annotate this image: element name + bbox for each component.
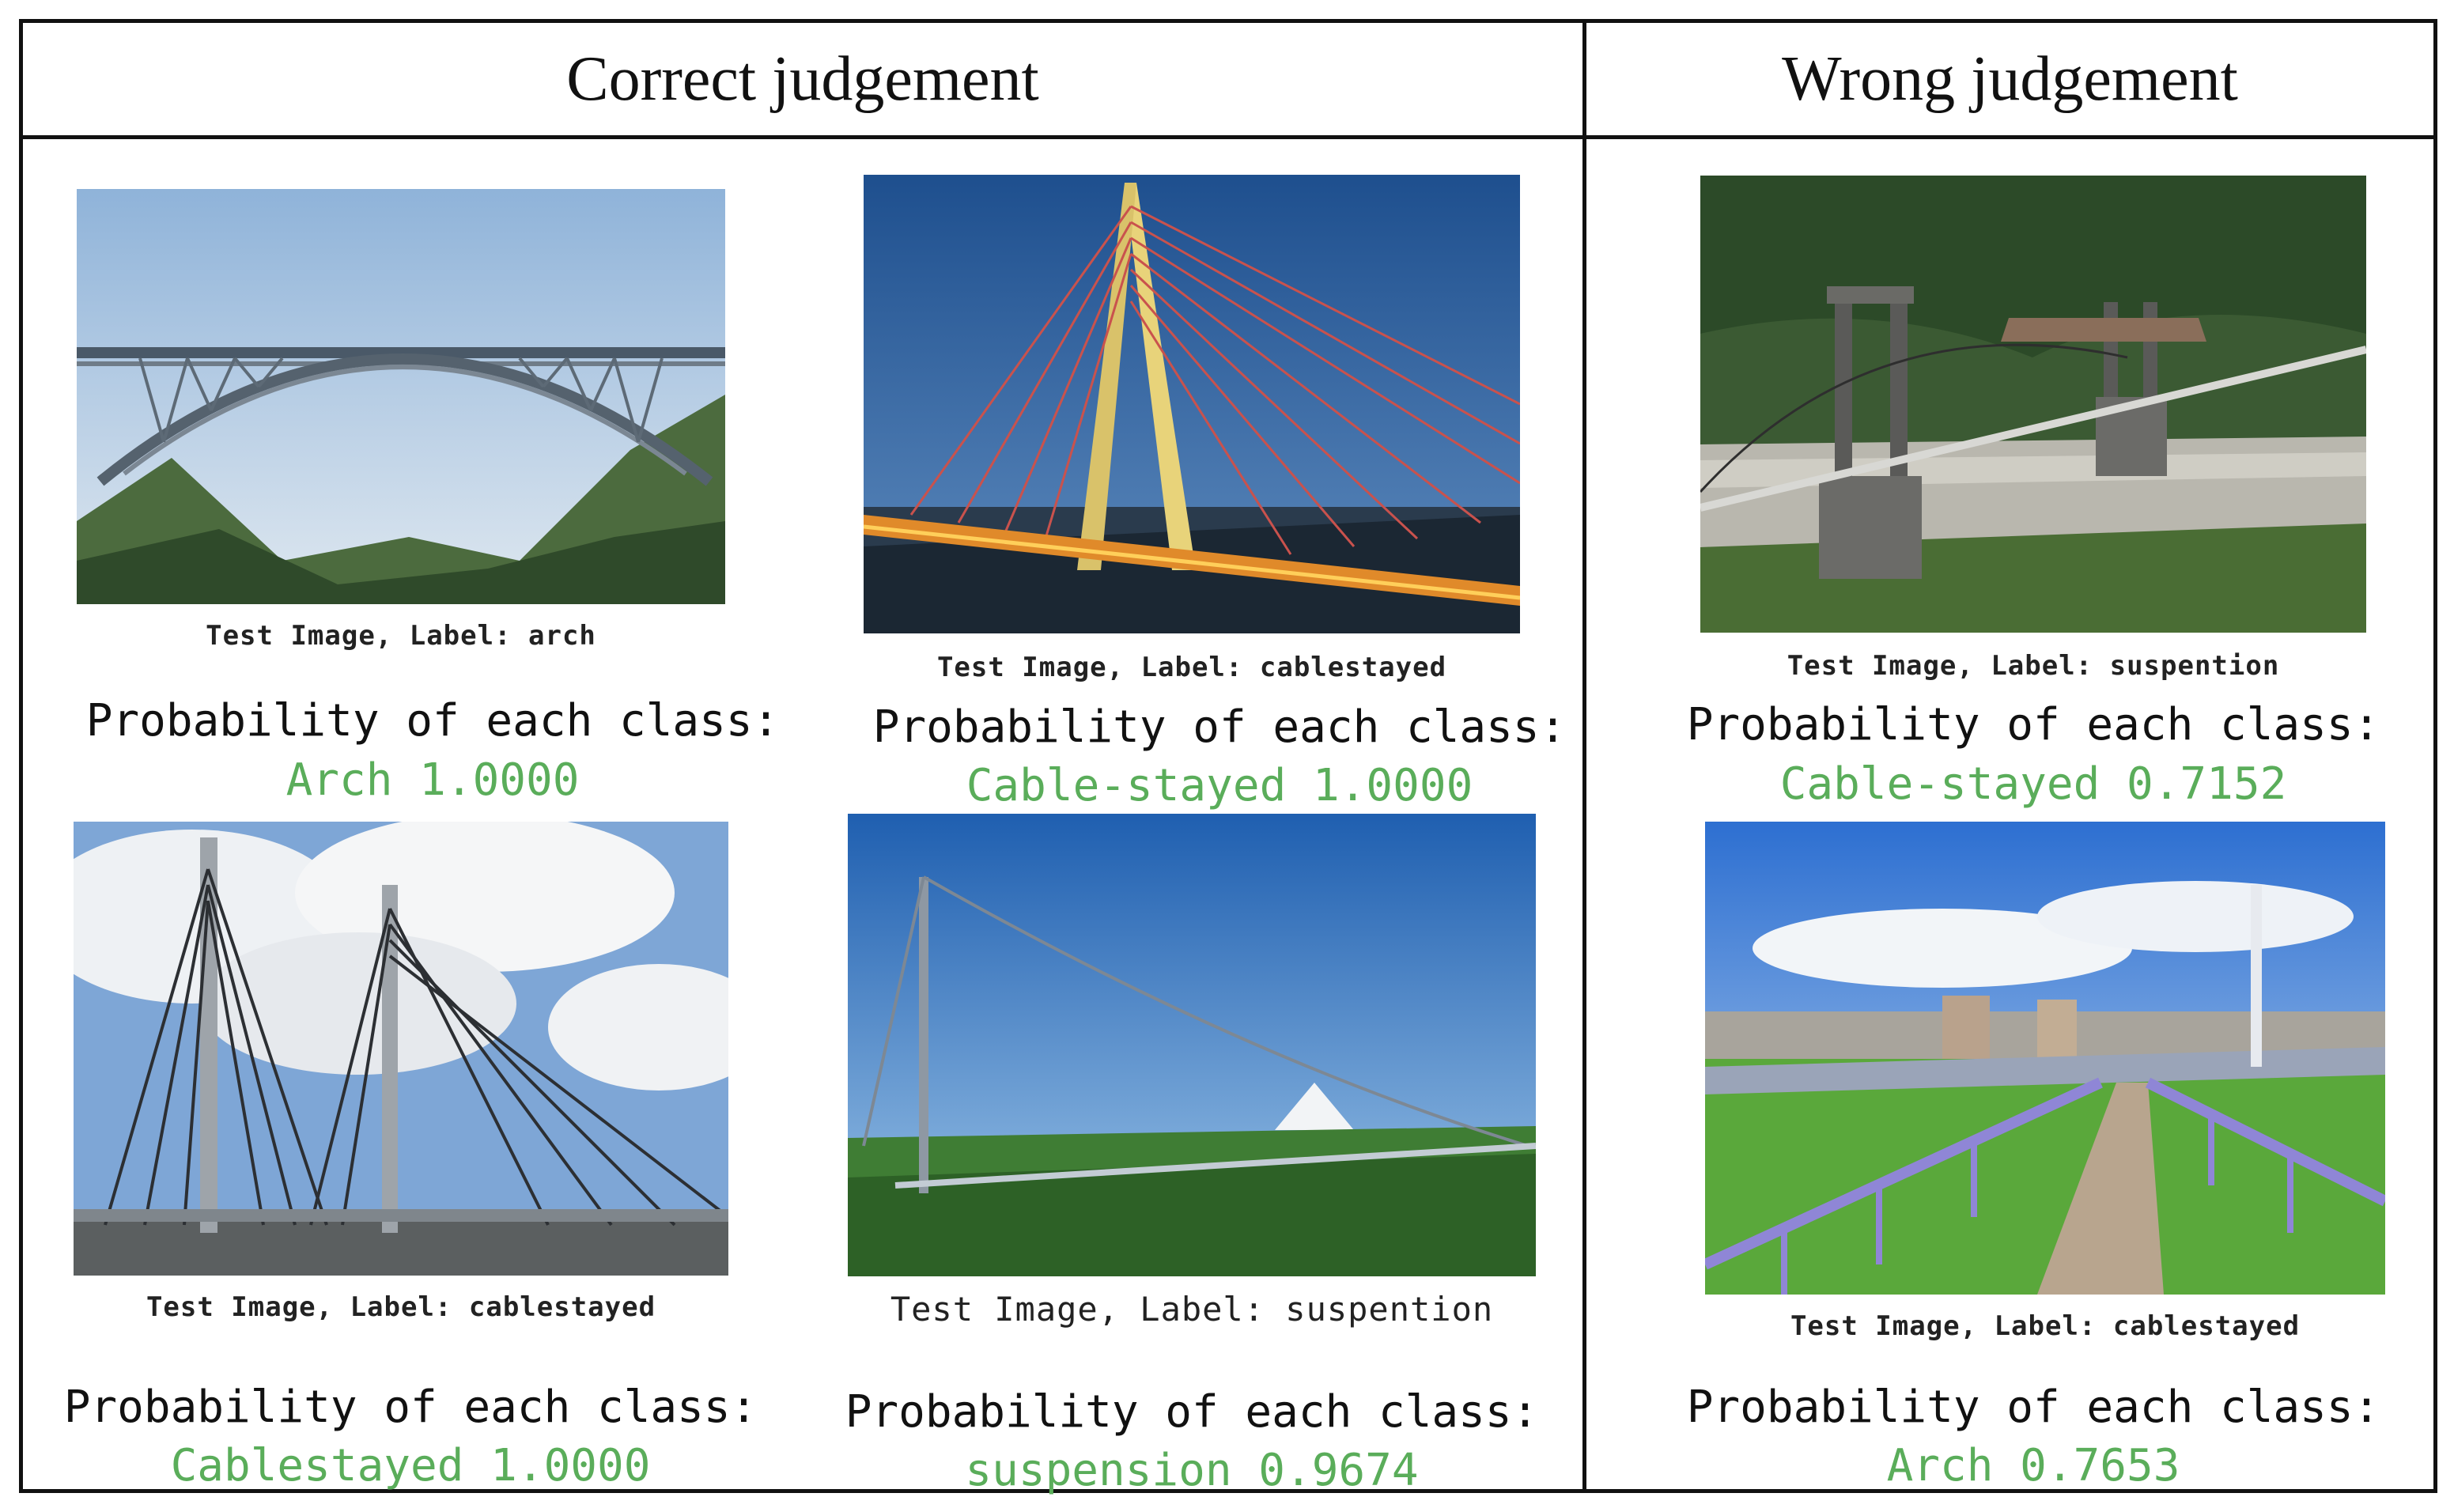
prob-value-suspention-forest: suspension 0.9674 <box>965 1445 1419 1496</box>
caption-cablestayed-day: Test Image, Label: cablestayed <box>146 1291 656 1323</box>
caption-suspention-river: Test Image, Label: suspention <box>1787 650 2280 682</box>
caption-cablestayed-walkway: Test Image, Label: cablestayed <box>1790 1310 2301 1342</box>
prob-title-suspention-river: Probability of each class: <box>1686 699 2380 750</box>
prob-title-arch: Probability of each class: <box>85 695 780 747</box>
prob-title-cablestayed-night: Probability of each class: <box>872 701 1567 753</box>
caption-suspention-forest: Test Image, Label: suspention <box>890 1290 1494 1329</box>
caption-cablestayed-night: Test Image, Label: cablestayed <box>936 652 1447 683</box>
photo-suspention-forest <box>848 814 1536 1276</box>
prob-value-cablestayed-walkway: Arch 0.7653 <box>1886 1440 2180 1491</box>
header-correct-judgement: Correct judgement <box>566 43 1039 114</box>
header-wrong-judgement: Wrong judgement <box>1782 43 2238 114</box>
caption-arch: Test Image, Label: arch <box>206 620 596 652</box>
photo-suspention-river <box>1700 176 2366 633</box>
photo-cablestayed-night <box>864 175 1520 633</box>
header-divider <box>23 135 2433 139</box>
prob-value-cablestayed-night: Cable-stayed 1.0000 <box>966 760 1473 811</box>
figure-table: Correct judgement Wrong judgement <box>19 19 2437 1496</box>
photo-arch-bridge <box>77 189 725 604</box>
photo-cablestayed-day <box>74 822 728 1276</box>
prob-title-cablestayed-walkway: Probability of each class: <box>1686 1382 2380 1433</box>
prob-value-suspention-river: Cable-stayed 0.7152 <box>1779 758 2287 810</box>
prob-title-suspention-forest: Probability of each class: <box>845 1386 1539 1438</box>
column-divider <box>1582 23 1586 1489</box>
photo-cablestayed-walkway <box>1705 822 2385 1295</box>
prob-title-cablestayed-day: Probability of each class: <box>63 1382 758 1433</box>
prob-value-arch: Arch 1.0000 <box>285 754 580 806</box>
prob-value-cablestayed-day: Cablestayed 1.0000 <box>170 1440 651 1491</box>
